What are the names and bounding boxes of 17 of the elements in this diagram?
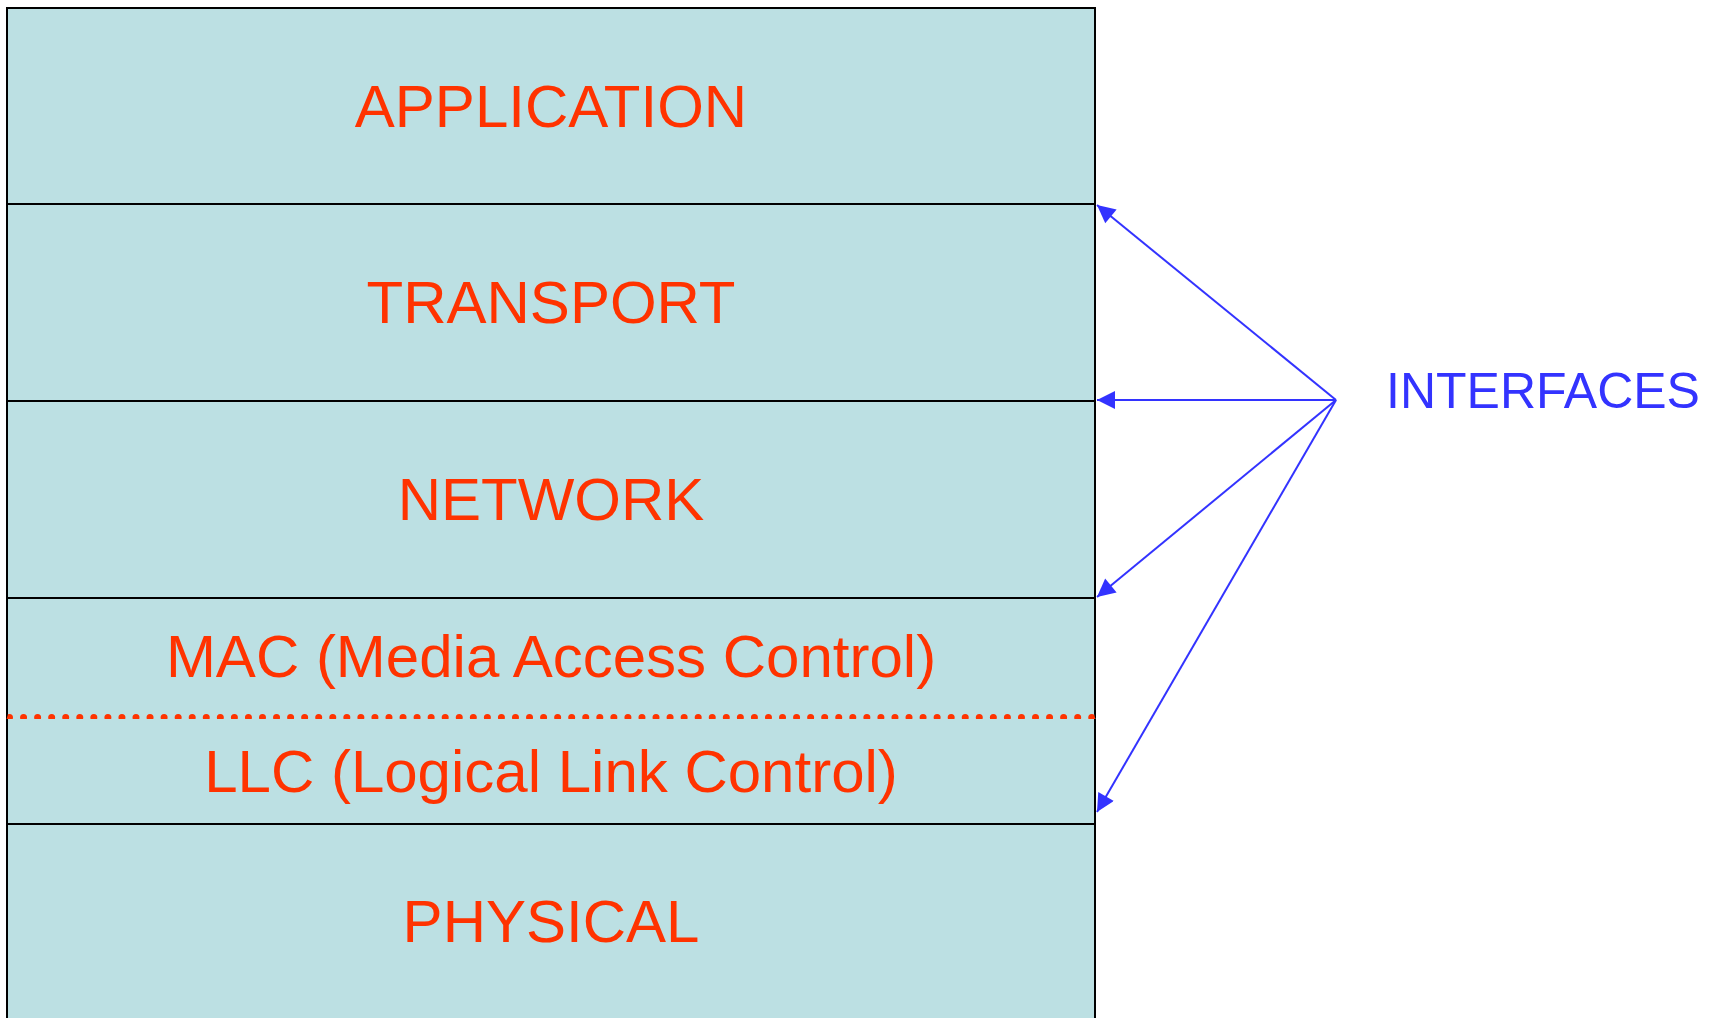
layer-box [6,203,1096,402]
layer-label: TRANSPORT [366,268,736,337]
layer-label: MAC (Media Access Control) [165,622,937,691]
layer-box [6,400,1096,599]
text-label: INTERFACES [1386,362,1700,420]
layer-box [6,7,1096,205]
arrow [1096,399,1337,813]
arrow [1096,391,1337,409]
layer-label: LLC (Logical Link Control) [204,736,898,806]
layer-label: PHYSICAL [402,887,700,956]
layer-box [6,719,1096,825]
arrow [1096,399,1337,598]
layer-box [6,823,1096,1018]
layer-label: APPLICATION [354,71,748,141]
layer-box [6,597,1096,721]
arrow [1096,204,1337,401]
layer-label: NETWORK [397,465,705,534]
